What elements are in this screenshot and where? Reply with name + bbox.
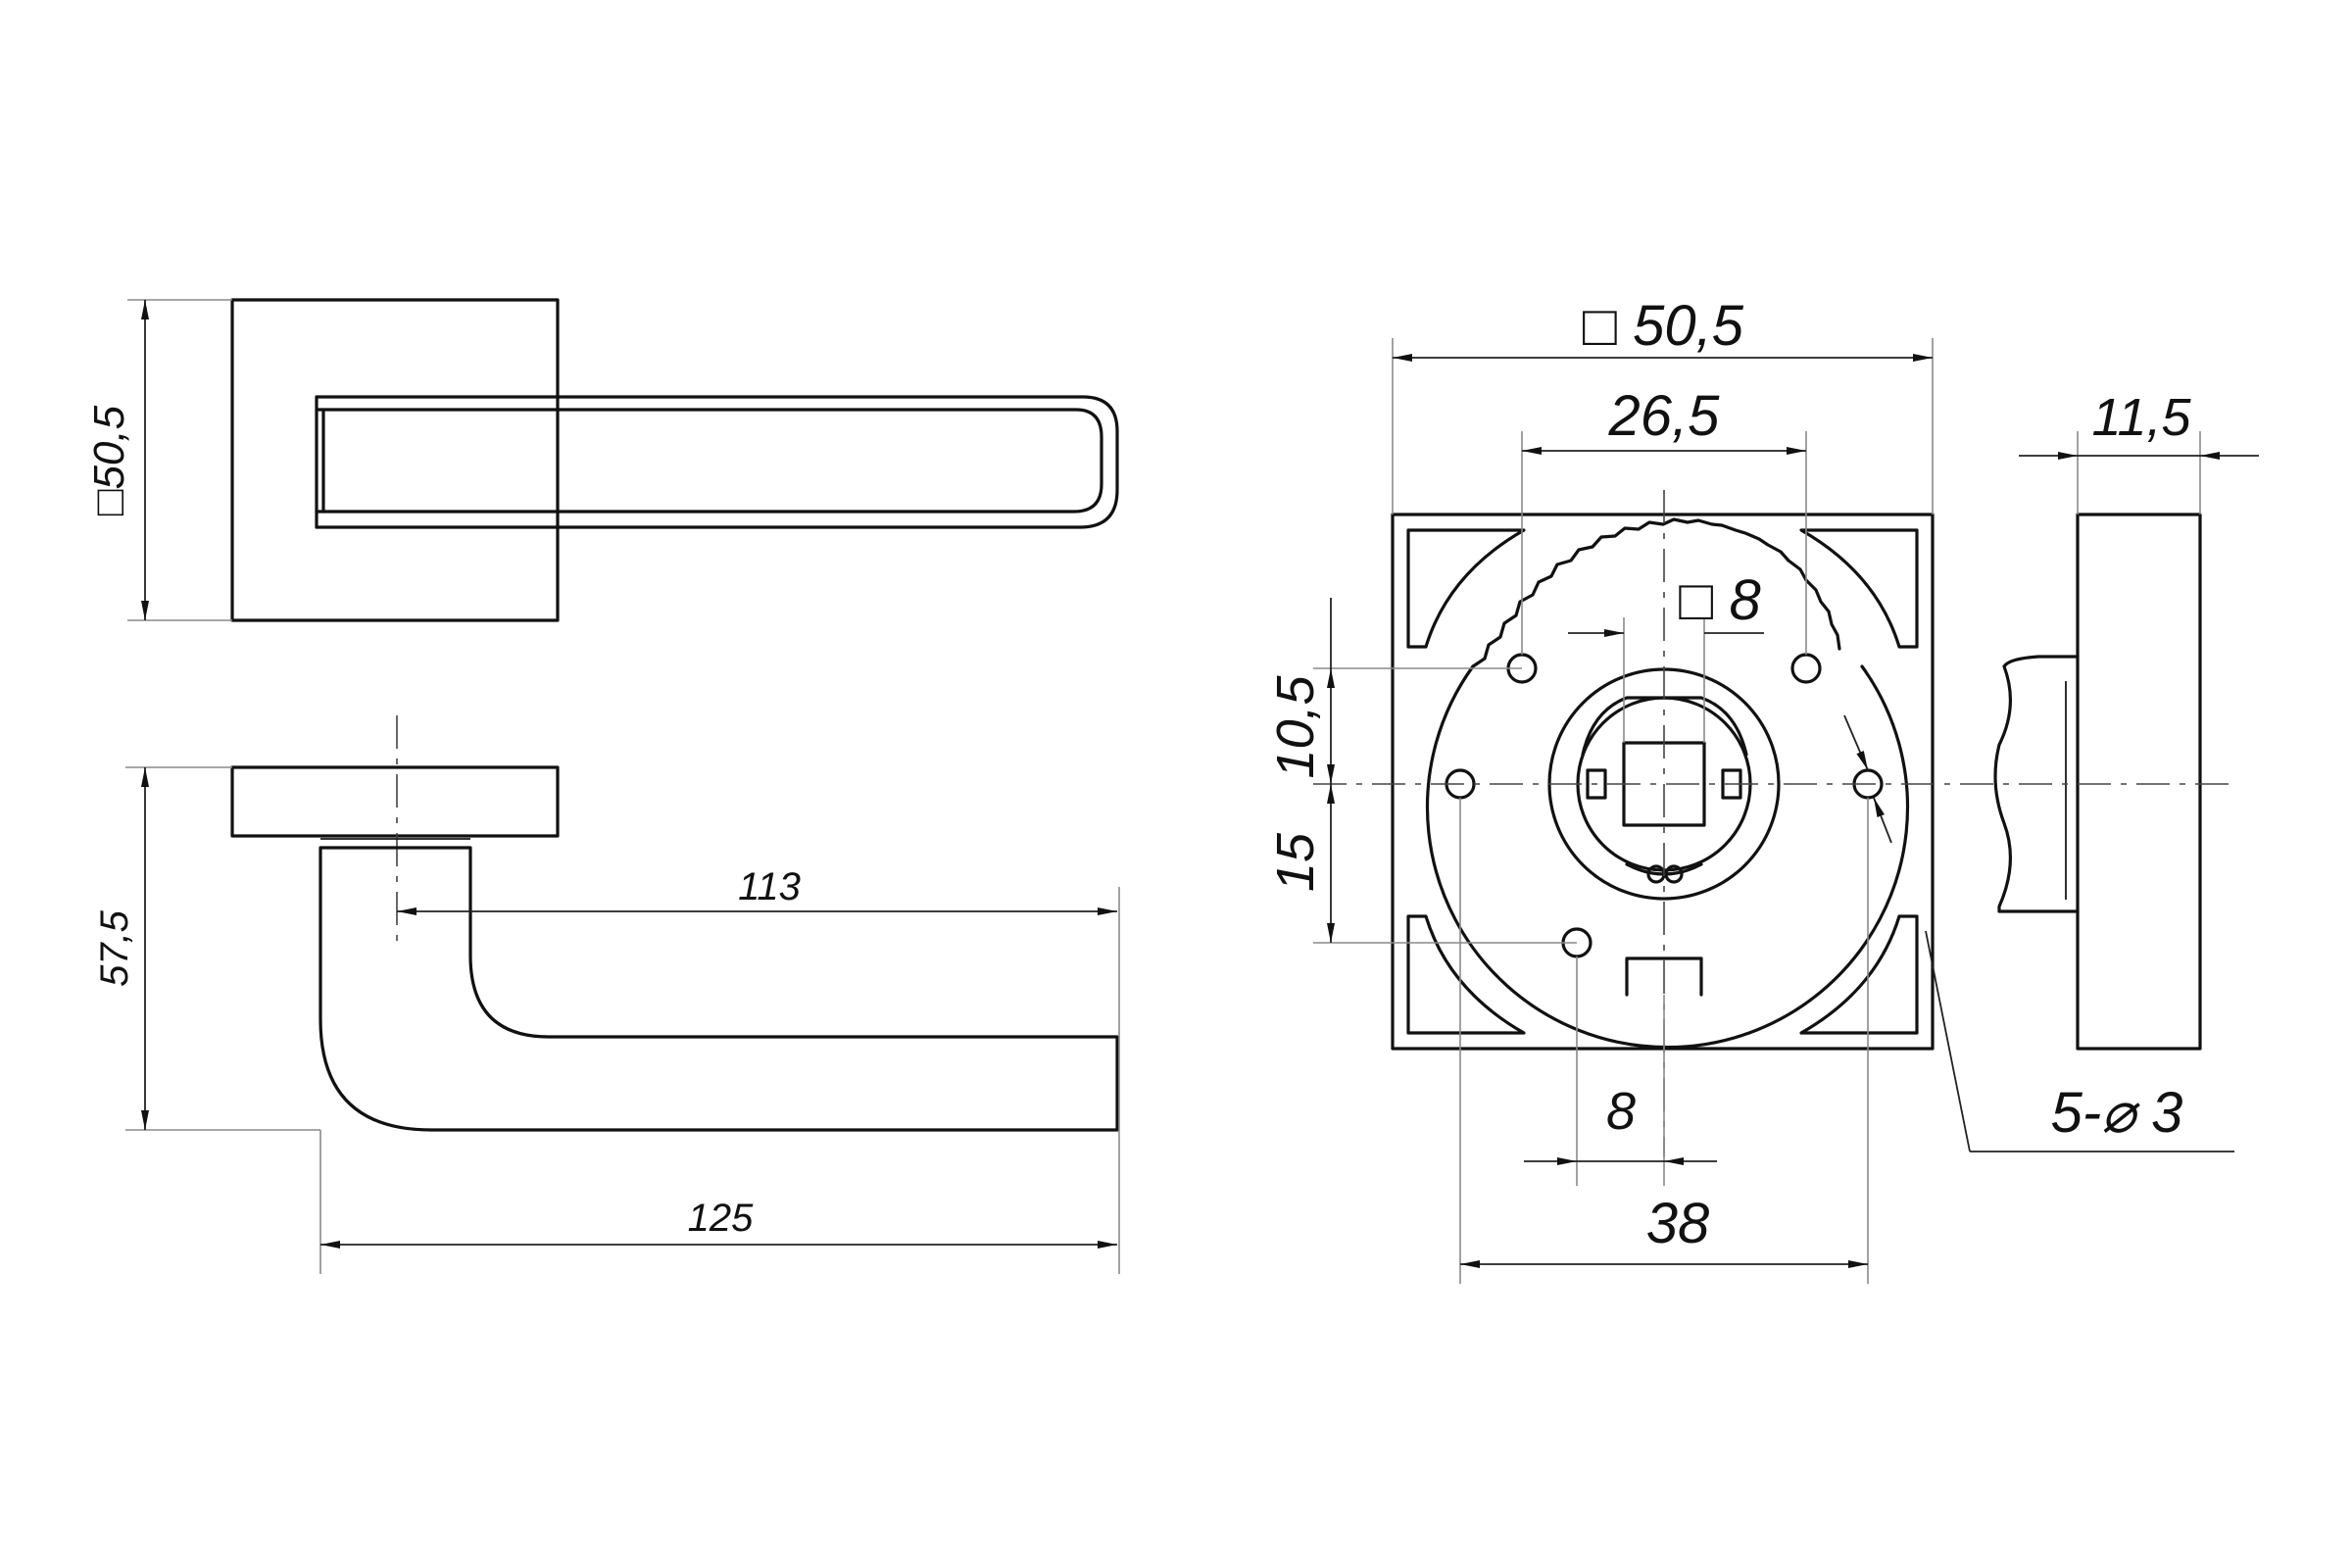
dim-projection: 113 (738, 865, 801, 908)
top-view: □50,5 (85, 298, 1119, 622)
dim-hole-span: 26,5 (1608, 384, 1721, 448)
top-lever-outer (315, 395, 1119, 529)
side-lever-outline (318, 846, 1119, 1132)
side-rose-plate (230, 765, 560, 838)
dim-spindle: □ 8 (1679, 568, 1760, 632)
dim-length: 125 (688, 1197, 754, 1240)
hole-upper-right (1790, 653, 1822, 684)
side-view: 57,5 113 125 (93, 715, 1120, 1274)
profile-view: 11,5 (1960, 388, 2259, 1051)
dim-rose-size: □50,5 (85, 405, 133, 515)
top-rose-square (230, 298, 560, 622)
rose-view: □ 50,5 26,5 □ 8 10,5 15 8 38 (1266, 294, 2234, 1284)
rose-slot (1625, 956, 1703, 997)
dim-bottom-offset: 8 (1606, 1082, 1636, 1141)
dim-holes: 5-⌀ 3 (2051, 1081, 2183, 1145)
dim-thickness: 11,5 (2091, 388, 2191, 447)
dim-lower-offset: 15 (1266, 832, 1325, 892)
dim-height: 57,5 (93, 909, 136, 987)
dim-rose-width: □ 50,5 (1583, 294, 1744, 358)
profile-rose-body (2076, 513, 2202, 1051)
dim-upper-offset: 10,5 (1266, 674, 1325, 778)
profile-lever-stub (1993, 655, 2080, 913)
top-lever-inner (315, 408, 1103, 514)
rose-base-circle (1425, 664, 1910, 1050)
dim-base-width: 38 (1646, 1192, 1710, 1255)
rose-serrated-top (1471, 517, 1841, 668)
